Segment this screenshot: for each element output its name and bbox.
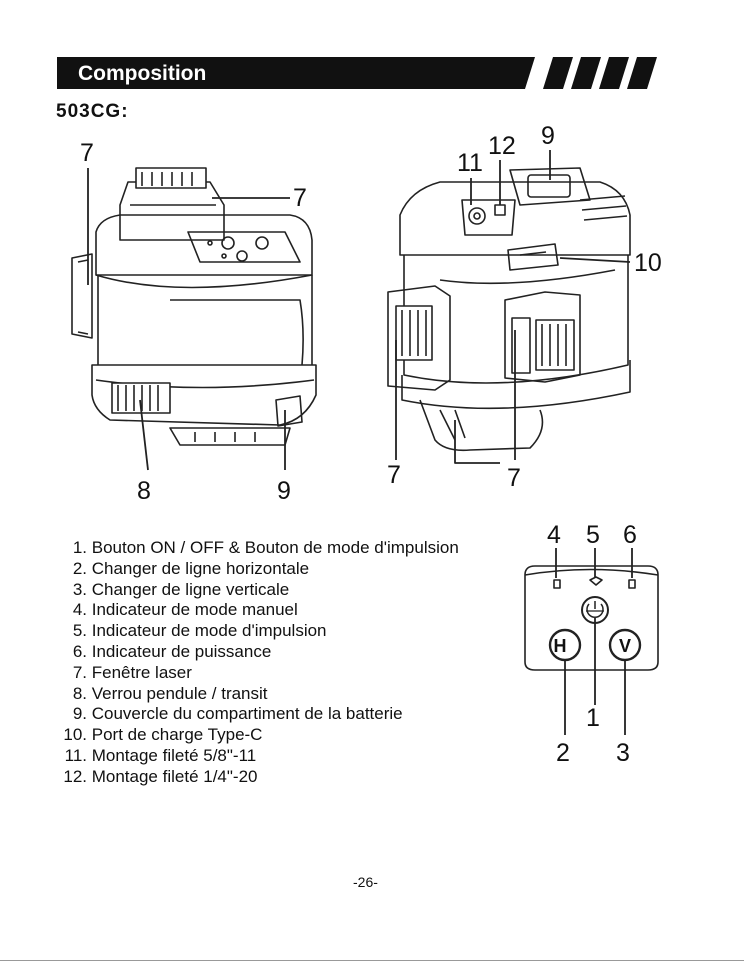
legend-item: 2. Changer de ligne horizontale: [72, 558, 310, 578]
callout-right-10: 10: [634, 249, 662, 277]
callout-leader-lines: [87, 150, 633, 735]
callout-right-9: 9: [541, 122, 555, 150]
legend-item: 11. Montage fileté 5/8"-11: [64, 745, 257, 765]
laser-level-front-view: [71, 167, 317, 446]
callout-panel-2: 2: [556, 739, 570, 767]
callout-right-11: 11: [457, 149, 483, 177]
legend-item: 9. Couvercle du compartiment de la batte…: [72, 704, 403, 724]
vertical-button-label: V: [619, 636, 631, 656]
callout-right-7a: 7: [387, 461, 401, 489]
callout-left-9: 9: [277, 477, 291, 505]
section-header-bar: [57, 57, 657, 89]
callout-left-8: 8: [137, 477, 151, 505]
section-title: Composition: [78, 62, 207, 85]
callout-right-7b: 7: [507, 464, 521, 492]
legend-item: 4. Indicateur de mode manuel: [72, 600, 298, 620]
legend-item: 7. Fenêtre laser: [72, 662, 192, 682]
legend-item: 6. Indicateur de puissance: [72, 641, 272, 661]
callout-panel-4: 4: [547, 521, 561, 549]
legend-item: 3. Changer de ligne verticale: [72, 579, 290, 599]
page-number: -26-: [353, 874, 378, 890]
legend-item: 8. Verrou pendule / transit: [72, 683, 268, 703]
callout-panel-1: 1: [586, 704, 600, 732]
laser-level-rear-view: [387, 167, 631, 452]
bottom-divider: [0, 960, 744, 961]
legend-item: 12. Montage fileté 1/4"-20: [63, 766, 258, 786]
callout-left-7b: 7: [293, 184, 307, 212]
horizontal-button-label: H: [554, 636, 567, 656]
callout-panel-5: 5: [586, 521, 600, 549]
model-label: 503CG:: [56, 101, 129, 122]
parts-legend: 1. Bouton ON / OFF & Bouton de mode d'im…: [55, 538, 525, 788]
callout-left-7a: 7: [80, 139, 94, 167]
callout-panel-3: 3: [616, 739, 630, 767]
control-panel-illustration: [524, 565, 659, 671]
callout-panel-6: 6: [623, 521, 637, 549]
legend-item: 5. Indicateur de mode d'impulsion: [72, 621, 327, 641]
callout-right-12: 12: [488, 132, 516, 160]
legend-item: 10. Port de charge Type-C: [63, 725, 263, 745]
legend-item: 1. Bouton ON / OFF & Bouton de mode d'im…: [72, 538, 459, 557]
